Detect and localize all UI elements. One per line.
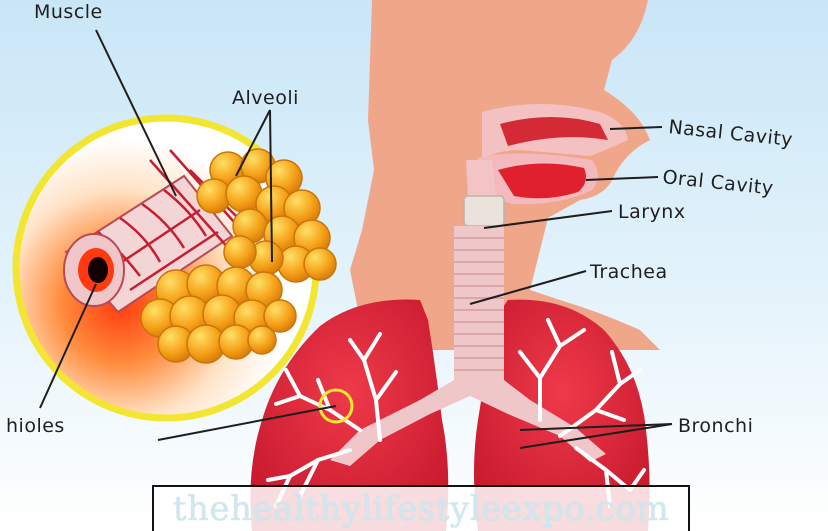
label-bronchioles: hioles [6, 415, 65, 437]
label-muscle: Muscle [34, 1, 103, 23]
label-trachea: Trachea [589, 261, 668, 283]
trachea-shape [454, 226, 504, 386]
watermark-text: thehealthylifestyleexpo.com [173, 492, 669, 526]
larynx-shape [464, 196, 504, 226]
label-larynx: Larynx [618, 201, 686, 223]
label-alveoli: Alveoli [232, 87, 299, 109]
label-bronchi: Bronchi [678, 415, 753, 437]
watermark-box: thehealthylifestyleexpo.com [152, 485, 690, 531]
